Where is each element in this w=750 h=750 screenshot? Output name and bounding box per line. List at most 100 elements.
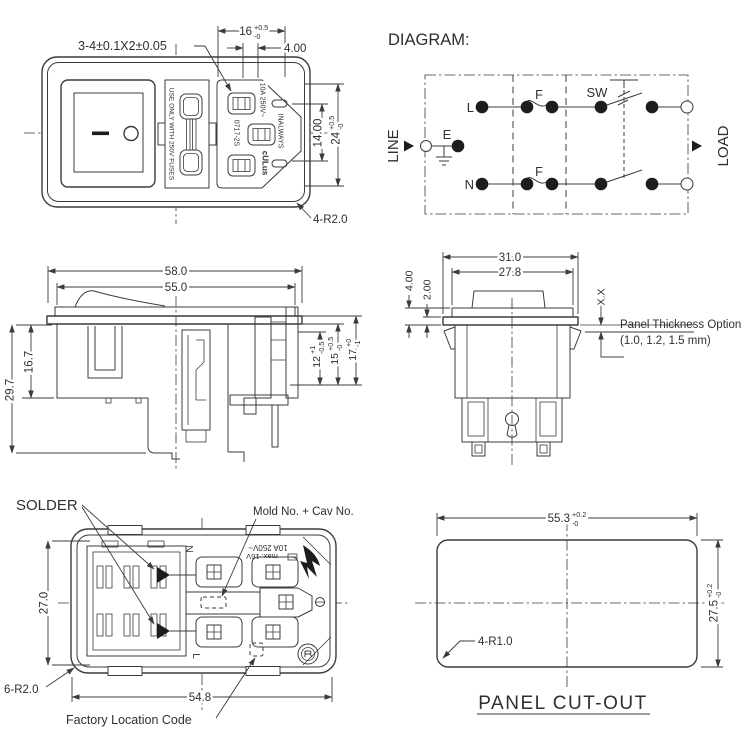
pin-earth [247, 123, 276, 146]
dim-12-minus: -0.5 [317, 342, 326, 354]
dim-4-value: 4.00 [284, 43, 306, 55]
inlet-slot-bottom [271, 159, 288, 168]
back-body-inner [76, 534, 331, 668]
vent-slots [96, 565, 167, 637]
cutout-radius-callout: 4-R1.0 [442, 636, 513, 659]
dim-17-minus: -1 [353, 341, 362, 347]
dim-55-value: 55.0 [165, 282, 187, 294]
end-view: 31.0 27.8 4.00 2.00 [401, 250, 741, 465]
ul-mark-text: cULus [261, 151, 270, 176]
switch-blade-top [600, 92, 643, 108]
switch-label: SW [587, 85, 609, 100]
dimension-slot-width: 16 +0.5 -0 [217, 21, 286, 77]
dim-panel-gap-value: X.X [596, 289, 608, 306]
inlet-brand-text: INALWAYS [277, 114, 284, 149]
dim-55-3-minus: -0 [572, 519, 578, 528]
earth-boss [259, 587, 313, 618]
side-body [46, 290, 303, 462]
dim-12-plus: +1 [308, 346, 317, 354]
line-arrow-icon [404, 140, 414, 152]
inlet-slot-top [271, 99, 288, 108]
load-label: LOAD [715, 125, 732, 166]
dim-31-value: 31.0 [499, 252, 521, 264]
dim-15-value: 15 [329, 353, 341, 365]
load-terminal-top [680, 100, 694, 114]
dim-16-plus: +0.5 [254, 23, 268, 32]
factory-callout: Factory Location Code [66, 657, 256, 727]
brand-arrow-logo [300, 545, 320, 579]
dim-14-value: 14.00 [313, 119, 325, 148]
fuse-holder-section [227, 306, 299, 462]
dim-16-7-value: 16.7 [24, 351, 36, 373]
circuit-dividers [512, 75, 567, 214]
cutout-title: PANEL CUT-OUT [478, 693, 647, 714]
mold-number-box [200, 596, 227, 609]
dim-55-3-value: 55.3 [548, 513, 570, 525]
snap-wing-right [569, 326, 582, 350]
dimension-15: 15 +0.5 -0 [300, 323, 347, 386]
dimension-16-7: 16.7 [21, 324, 54, 399]
live-marking: L [190, 653, 201, 659]
dim-24-value: 24 [331, 131, 343, 144]
fuse-warning-text: USE ONLY WITH 250V FUSES [168, 88, 175, 181]
solder-label: SOLDER [16, 497, 78, 514]
fuse-drawer: USE ONLY WITH 250V FUSES [157, 79, 217, 189]
back-rating-line1: 10A 250V~ [248, 543, 288, 552]
back-view: N L 10A 250V~ max. 16V SOLDER Mold No. [4, 497, 354, 727]
pin-spec-label: 3-4±0.1X2±0.05 [78, 39, 167, 53]
switch-linkage: SW [584, 79, 638, 178]
neutral-label: N [465, 177, 474, 192]
dimension-4: 4.00 [227, 41, 309, 78]
pin-live [227, 92, 256, 115]
solder-joint-bottom [157, 623, 170, 639]
switch-blade-bottom [600, 169, 643, 185]
dim-24-plus: +0.5 [327, 116, 336, 130]
terminal-icon-2 [265, 564, 281, 580]
cutout-title-group: PANEL CUT-OUT [477, 693, 650, 715]
rocker-profile [74, 290, 166, 308]
back-corner-radius-callout: 6-R2.0 [4, 667, 75, 696]
earth-terminal [420, 140, 432, 152]
fuse-label-bottom: F [535, 165, 543, 179]
mold-label: Mold No. + Cav No. [253, 506, 354, 518]
pin-spec-callout: 3-4±0.1X2±0.05 [78, 39, 232, 92]
dim-27-value: 27.0 [39, 592, 51, 614]
dim-27-5-plus: +0.2 [705, 584, 714, 598]
earth-circuit-path: E [420, 127, 465, 166]
circuit-boundary [424, 74, 689, 215]
dim-29-7-value: 29.7 [5, 379, 17, 401]
dimension-plate-2: 2.00 [419, 277, 441, 338]
neutral-circuit-path: N F [465, 163, 694, 192]
terminal-icon-3 [206, 624, 222, 640]
corner-radius-label: 4-R2.0 [313, 214, 348, 226]
module-body-outer [41, 56, 311, 208]
dim-27-5-minus: -0 [714, 592, 723, 598]
ground-symbol-icon [436, 146, 452, 166]
side-section-view: 58.0 55.0 29.7 16.7 [2, 264, 365, 470]
dimension-27-5: 27.5 +0.2 -0 [701, 539, 726, 668]
rocker-on-mark [92, 131, 109, 136]
dimension-pin-pitch: 14.00 [292, 103, 328, 162]
cutout-outline [436, 539, 698, 668]
dim-24-minus: -0 [336, 124, 345, 130]
leg-right [536, 441, 551, 457]
module-body-inner [47, 62, 305, 202]
dim-17-value: 17 [347, 349, 359, 361]
keyhole [505, 412, 519, 438]
terminals [186, 556, 325, 648]
panel-note-line1: Panel Thickness Option [620, 319, 741, 331]
solder-callout: SOLDER [16, 497, 155, 625]
dim-15-minus: -0 [335, 345, 344, 351]
dimension-27-8: 27.8 [451, 265, 574, 305]
dim-58-value: 58.0 [165, 266, 187, 278]
terminal-icon-4 [265, 624, 281, 640]
dim-12-value: 12 [311, 356, 323, 368]
diagram-title: DIAGRAM: [388, 31, 470, 49]
back-corner-radius-label: 6-R2.0 [4, 684, 39, 696]
line-label: LINE [385, 129, 402, 162]
dimension-54-8: 54.8 [71, 677, 333, 707]
live-circuit-path: L F [467, 86, 694, 115]
dimension-55-3: 55.3 +0.2 -0 [436, 508, 698, 536]
pin-neutral [227, 154, 256, 177]
